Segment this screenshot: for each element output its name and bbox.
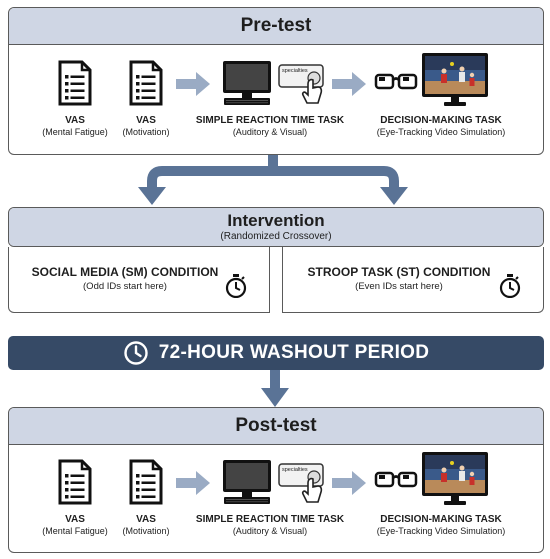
st-condition-sub: (Even IDs start here) xyxy=(355,281,443,292)
washout-banner: 72-HOUR WASHOUT PERIOD xyxy=(8,336,544,370)
arrow-down-icon xyxy=(261,370,289,407)
document-icon xyxy=(129,459,163,505)
washout-label: 72-HOUR WASHOUT PERIOD xyxy=(158,342,430,363)
posttest-title: Post-test xyxy=(9,408,543,445)
pretest-reaction-task: SIMPLE REACTION TIME TASK (Auditory & Vi… xyxy=(195,115,345,138)
arrow-right-icon xyxy=(176,72,210,96)
posttest-vas-fatigue: VAS (Mental Fatigue) xyxy=(35,514,115,537)
posttest-decision-task-label: DECISION-MAKING TASK xyxy=(380,514,502,525)
st-condition-title: STROOP TASK (ST) CONDITION xyxy=(307,265,491,279)
pretest-vas-motivation-label: VAS xyxy=(136,115,156,126)
posttest-reaction-task-label: SIMPLE REACTION TIME TASK xyxy=(195,514,345,525)
posttest-vas-motivation-sub: (Motivation) xyxy=(122,526,170,536)
intervention-header-panel: Intervention (Randomized Crossover) xyxy=(8,207,544,247)
response-box-icon: specialties xyxy=(278,463,324,503)
pretest-decision-task: DECISION-MAKING TASK (Eye-Tracking Video… xyxy=(361,115,521,138)
arrow-right-icon xyxy=(176,471,210,495)
split-arrow xyxy=(138,155,408,205)
pretest-reaction-task-label: SIMPLE REACTION TIME TASK xyxy=(195,115,345,126)
video-monitor-icon xyxy=(422,53,488,106)
timer-icon xyxy=(225,274,247,298)
posttest-reaction-task-sub: (Auditory & Visual) xyxy=(232,526,308,536)
pretest-decision-task-sub: (Eye-Tracking Video Simulation) xyxy=(376,127,506,137)
pretest-vas-motivation-sub: (Motivation) xyxy=(122,127,170,137)
clock-icon xyxy=(124,341,148,365)
posttest-decision-task: DECISION-MAKING TASK (Eye-Tracking Video… xyxy=(361,514,521,537)
document-icon xyxy=(129,60,163,106)
st-condition-box: STROOP TASK (ST) CONDITION (Even IDs sta… xyxy=(282,247,544,313)
posttest-vas-fatigue-label: VAS xyxy=(65,514,85,525)
video-monitor-icon xyxy=(422,452,488,505)
document-icon xyxy=(58,459,92,505)
posttest-vas-motivation-label: VAS xyxy=(136,514,156,525)
glasses-icon xyxy=(374,73,418,90)
sm-condition-box: SOCIAL MEDIA (SM) CONDITION (Odd IDs sta… xyxy=(8,247,270,313)
document-icon xyxy=(58,60,92,106)
posttest-vas-fatigue-sub: (Mental Fatigue) xyxy=(42,526,108,536)
pretest-vas-fatigue-sub: (Mental Fatigue) xyxy=(42,127,108,137)
pretest-title: Pre-test xyxy=(9,8,543,45)
posttest-reaction-task: SIMPLE REACTION TIME TASK (Auditory & Vi… xyxy=(195,514,345,537)
pretest-vas-fatigue: VAS (Mental Fatigue) xyxy=(35,115,115,138)
intervention-title: Intervention xyxy=(227,211,325,230)
timer-icon xyxy=(499,274,521,298)
pretest-vas-motivation: VAS (Motivation) xyxy=(106,115,186,138)
response-box-text: specialties xyxy=(282,68,308,74)
glasses-icon xyxy=(374,471,418,488)
intervention-header: Intervention (Randomized Crossover) xyxy=(9,208,543,246)
monitor-icon xyxy=(223,460,271,504)
arrow-right-icon xyxy=(332,72,366,96)
sm-condition-sub: (Odd IDs start here) xyxy=(83,281,167,292)
pretest-reaction-task-sub: (Auditory & Visual) xyxy=(232,127,308,137)
posttest-decision-task-sub: (Eye-Tracking Video Simulation) xyxy=(376,526,506,536)
monitor-icon xyxy=(223,61,271,105)
pretest-vas-fatigue-label: VAS xyxy=(65,115,85,126)
response-box-text: specialties xyxy=(282,467,308,473)
arrow-right-icon xyxy=(332,471,366,495)
pretest-decision-task-label: DECISION-MAKING TASK xyxy=(380,115,502,126)
response-box-icon: specialties xyxy=(278,64,324,104)
posttest-vas-motivation: VAS (Motivation) xyxy=(106,514,186,537)
intervention-subtitle: (Randomized Crossover) xyxy=(220,231,332,242)
sm-condition-title: SOCIAL MEDIA (SM) CONDITION xyxy=(31,265,219,279)
